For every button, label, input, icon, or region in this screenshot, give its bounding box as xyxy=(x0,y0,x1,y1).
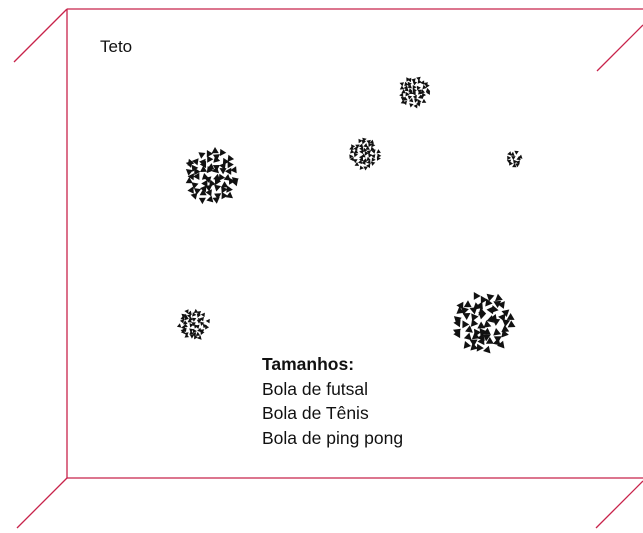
ball-triangle xyxy=(196,332,201,336)
ball-triangle xyxy=(493,328,501,336)
ball-triangle xyxy=(207,156,213,163)
ball-triangle xyxy=(200,166,207,172)
legend-item-ping-pong: Bola de ping pong xyxy=(262,426,403,451)
ball-large-bottom-right xyxy=(453,292,516,353)
ball-triangle xyxy=(180,319,184,323)
ball-triangle xyxy=(464,300,472,307)
ball-triangle xyxy=(409,103,413,107)
ball-triangle xyxy=(228,155,235,162)
ball-triangle xyxy=(187,187,194,194)
ball-triangle xyxy=(511,156,516,160)
ball-triangle xyxy=(372,157,376,162)
ball-triangle xyxy=(206,196,213,203)
ball-triangle xyxy=(177,323,181,327)
ball-triangle xyxy=(464,341,471,349)
ball-triangle xyxy=(495,294,503,301)
ball-triangle xyxy=(417,86,421,91)
ball-triangle xyxy=(399,93,403,98)
legend-item-futsal: Bola de futsal xyxy=(262,377,403,402)
ball-triangle xyxy=(420,80,424,85)
ball-triangle xyxy=(363,143,367,147)
ball-triangle xyxy=(212,147,219,153)
ball-triangle xyxy=(359,139,363,144)
ball-triangle xyxy=(477,344,484,352)
ball-large-top-left xyxy=(186,147,239,204)
ball-triangle xyxy=(361,153,365,157)
ball-triangle xyxy=(371,162,376,166)
ball-small-right xyxy=(507,151,523,168)
ball-triangle xyxy=(483,346,491,354)
ball-triangle xyxy=(228,161,234,168)
ball-triangle xyxy=(213,197,220,204)
ball-triangle xyxy=(354,153,358,158)
ball-triangle xyxy=(220,149,226,156)
ball-triangle xyxy=(360,166,364,170)
ball-triangle xyxy=(222,192,228,199)
legend-title: Tamanhos: xyxy=(262,352,403,377)
size-legend: Tamanhos: Bola de futsal Bola de Tênis B… xyxy=(262,352,403,450)
ceiling-diagonal-left xyxy=(14,9,67,62)
ball-triangle xyxy=(198,152,205,159)
ball-triangle xyxy=(470,307,478,315)
legend-item-tenis: Bola de Tênis xyxy=(262,401,403,426)
ball-triangle xyxy=(193,329,197,334)
balls-group xyxy=(177,77,523,354)
ball-triangle xyxy=(414,104,418,109)
ball-triangle xyxy=(509,161,513,166)
ball-medium-top xyxy=(399,77,430,109)
ball-triangle xyxy=(413,81,417,85)
ball-triangle xyxy=(462,320,469,328)
ball-triangle xyxy=(226,186,233,193)
ball-triangle xyxy=(205,325,209,330)
ball-triangle xyxy=(422,99,427,103)
ball-triangle xyxy=(376,149,381,153)
ball-triangle xyxy=(366,157,370,161)
ball-triangle xyxy=(463,313,471,320)
ball-triangle xyxy=(363,167,368,171)
ball-triangle xyxy=(199,198,206,204)
ball-triangle xyxy=(464,333,472,341)
ball-triangle xyxy=(214,185,221,192)
ball-triangle xyxy=(201,313,205,318)
ball-triangle xyxy=(507,313,515,320)
ball-triangle xyxy=(514,151,519,155)
ceiling-label: Teto xyxy=(100,37,132,57)
room-frame xyxy=(14,9,643,528)
ball-triangle xyxy=(359,150,363,155)
ceiling-diagonal-right xyxy=(597,25,643,71)
ball-triangle xyxy=(507,156,511,161)
ball-medium-center xyxy=(349,138,381,171)
floor-diagonal-left xyxy=(17,478,67,528)
ball-triangle xyxy=(197,335,201,339)
ball-triangle xyxy=(226,192,233,199)
ball-triangle xyxy=(219,174,226,181)
ball-triangle xyxy=(354,149,359,153)
ball-triangle xyxy=(350,149,354,153)
floor-diagonal-right xyxy=(596,481,643,528)
ball-triangle xyxy=(501,325,509,332)
ball-triangle xyxy=(400,86,405,90)
ball-triangle xyxy=(474,292,481,300)
ball-triangle xyxy=(186,161,193,168)
ball-triangle xyxy=(191,193,198,200)
ball-medium-bottom-left xyxy=(177,309,210,340)
ball-triangle xyxy=(190,335,195,339)
ball-triangle xyxy=(184,309,188,314)
ball-triangle xyxy=(426,83,430,88)
ball-triangle xyxy=(192,158,199,165)
ball-triangle xyxy=(206,319,210,324)
ball-triangle xyxy=(471,319,478,327)
